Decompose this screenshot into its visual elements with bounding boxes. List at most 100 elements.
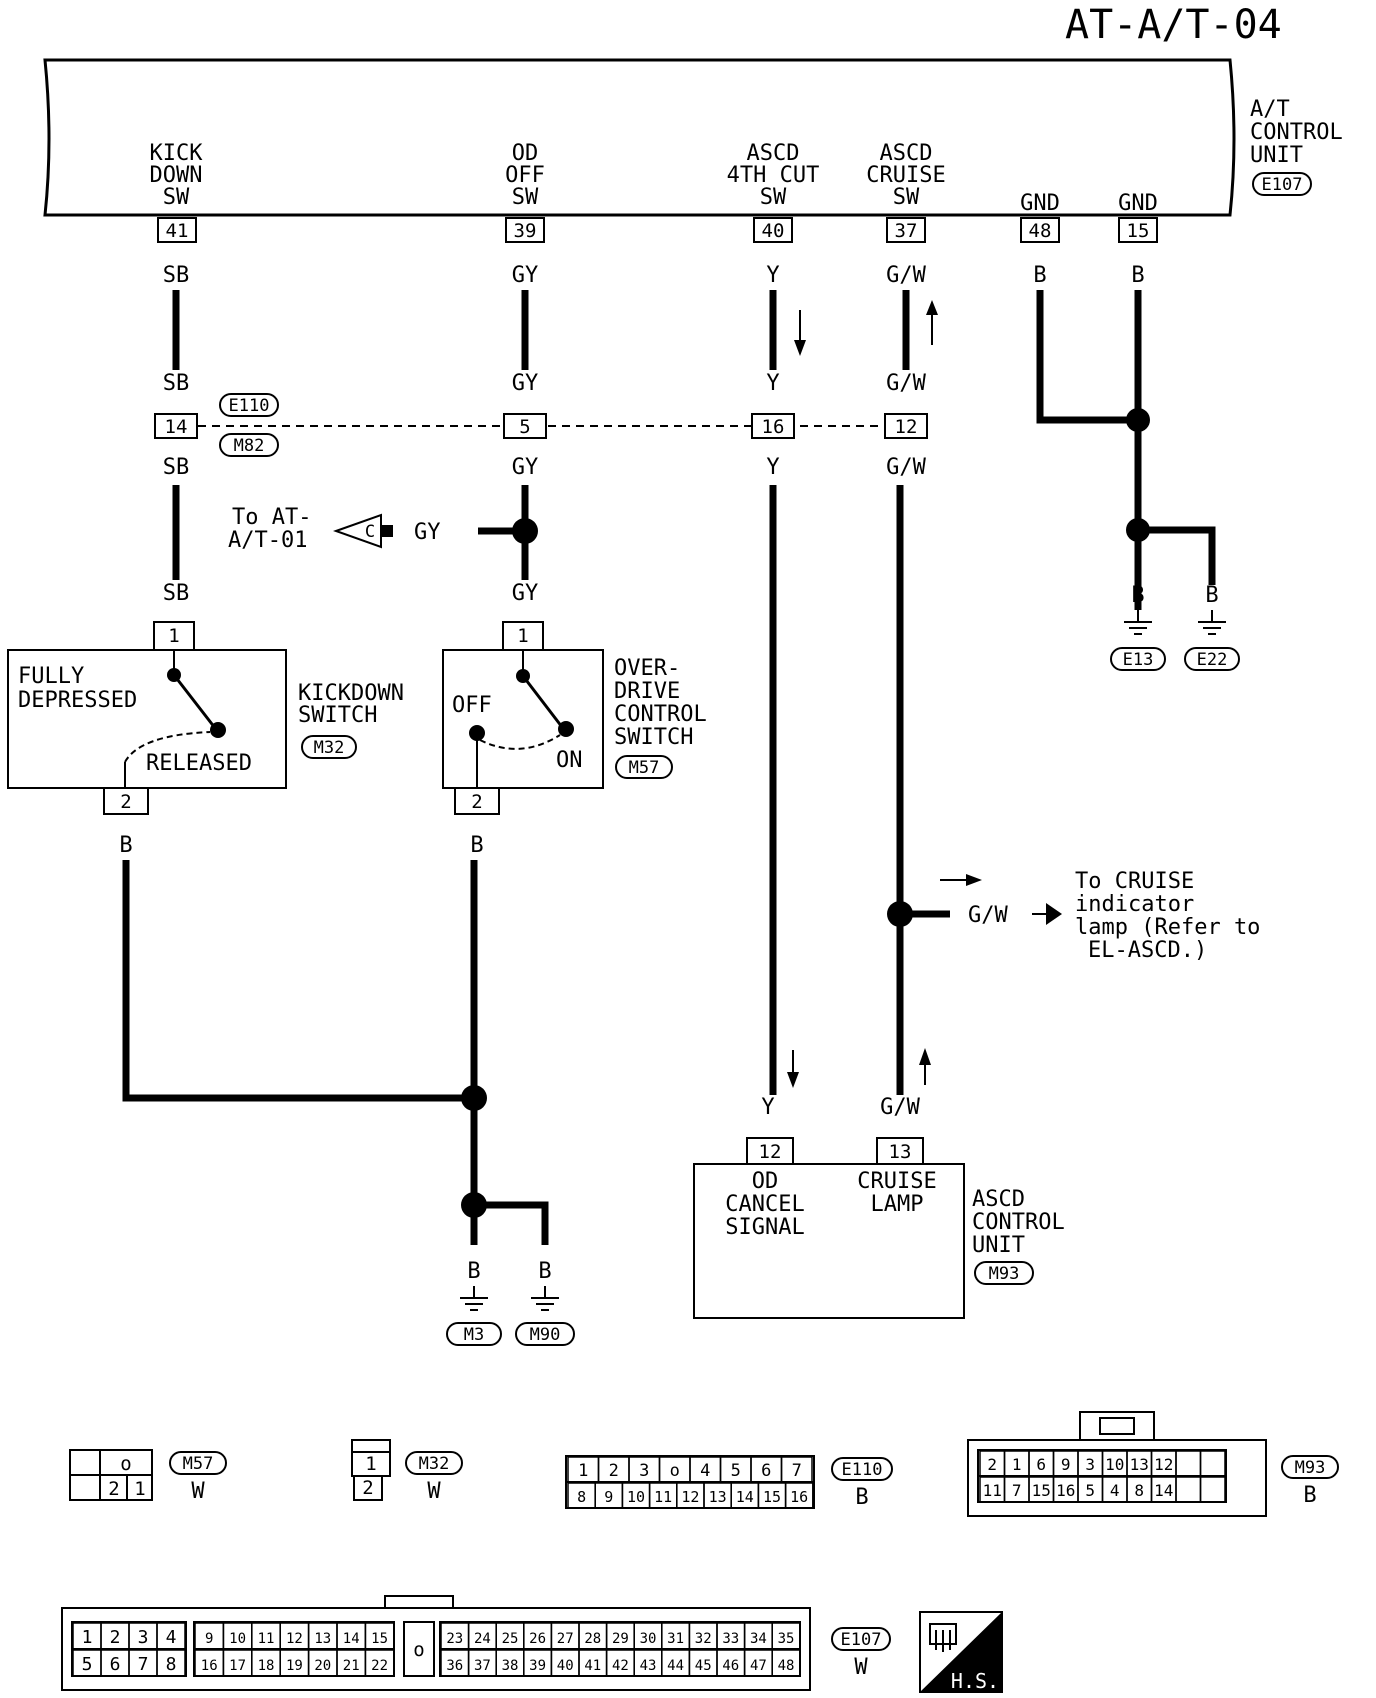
tcm-body — [43, 58, 1236, 217]
ref-at01-line-2: A/T-01 — [228, 528, 307, 553]
e110-bottom-cell: 8 — [577, 1488, 586, 1506]
m32-cell-1: 1 — [365, 1453, 376, 1475]
m93-top-cell: 13 — [1130, 1455, 1149, 1474]
wire-y-2: Y — [766, 371, 779, 396]
pin-41: 41 — [166, 220, 189, 242]
e107-tr-cell: 27 — [557, 1631, 574, 1647]
e107-bm-cell: 21 — [343, 1658, 360, 1674]
m32-cell-2: 2 — [362, 1477, 373, 1499]
e107-color: W — [854, 1655, 868, 1680]
pin-box-15 — [1118, 217, 1158, 243]
wire-sb-2: SB — [163, 371, 190, 396]
e107-br-cell: 38 — [502, 1658, 519, 1674]
m93-bottom-cell: 8 — [1134, 1481, 1144, 1500]
joint-pin-16: 16 — [762, 416, 785, 438]
kd-switch-body — [7, 649, 287, 789]
od-pin-box-top — [502, 621, 544, 651]
wire-gy-2: GY — [512, 371, 539, 396]
kd-wire-top: SB — [163, 581, 190, 606]
e107-tr-cell: 28 — [584, 1631, 601, 1647]
m93-id: M93 — [1295, 1458, 1326, 1478]
od-name-1: OVER- — [614, 656, 680, 681]
ascd-body — [693, 1163, 965, 1319]
ascd-pin-13: 13 — [889, 1141, 912, 1163]
tcm-connector-badge — [1252, 172, 1312, 196]
ascd-pin-box-13 — [876, 1137, 924, 1165]
wire-gw-3: G/W — [886, 455, 926, 480]
cruise-ref-wire: G/W — [968, 903, 1008, 928]
wire-gy-3: GY — [512, 455, 539, 480]
overdrive-switch: GY 1 OFF ON 2 OVER- DRIVE CONTROL SWITCH… — [442, 581, 707, 858]
ground-m3: M3 — [464, 1325, 484, 1345]
ground-e22: E22 — [1197, 650, 1228, 670]
m93-top-cell: 2 — [987, 1455, 997, 1474]
pin-39: 39 — [514, 220, 537, 242]
od-pin-top: 1 — [517, 625, 528, 647]
e107-br-cell-box — [771, 1649, 801, 1677]
e107-br-cell: 46 — [722, 1658, 739, 1674]
e110-top-cell: 1 — [578, 1461, 588, 1481]
ground-wire-e22: B — [1205, 583, 1218, 608]
e107-tm-cell: 9 — [205, 1631, 213, 1647]
joint-badge-m82 — [219, 433, 279, 457]
cruise-ref-line-3: lamp (Refer to — [1075, 915, 1260, 940]
tcm-pin-labels: KICK DOWN SW OD OFF SW ASCD 4TH CUT SW A… — [150, 141, 1158, 216]
e107-bm-cell-box — [364, 1649, 395, 1677]
e110-top-cell-box — [780, 1456, 813, 1483]
cruise-ref-line-1: To CRUISE — [1075, 869, 1194, 894]
e107-tr-cell: 35 — [778, 1631, 795, 1647]
m93-bottom-cell: 16 — [1056, 1481, 1075, 1500]
e107-tl-cell: 1 — [82, 1627, 93, 1648]
ascd-control-unit: Y G/W 12 13 OD CANCEL SIGNAL CRUISE LAMP… — [693, 1095, 1065, 1319]
e107-tr-cell: 24 — [474, 1631, 491, 1647]
e110-badge — [831, 1457, 893, 1481]
ascd-label-a-1: OD — [752, 1169, 779, 1194]
hs-label: H.S. — [951, 1669, 999, 1693]
e110-bottom-cell: 9 — [604, 1488, 613, 1506]
kd-label-3: SW — [163, 185, 190, 210]
e107-tr-cell: 25 — [502, 1631, 519, 1647]
e107-br-cell: 40 — [557, 1658, 574, 1674]
kd-label-2: DOWN — [150, 163, 203, 188]
m57-cell-t2: o — [120, 1453, 131, 1475]
gnd-label-1: GND — [1020, 191, 1060, 216]
connector-face-icon — [929, 1623, 957, 1652]
m93-color: B — [1303, 1483, 1316, 1508]
e107-br-cell: 43 — [640, 1658, 657, 1674]
od-wire-bottom: B — [470, 833, 483, 858]
wires-upper — [172, 290, 1216, 610]
kd-wire-bottom: B — [119, 833, 132, 858]
joint-pin-box-5 — [503, 413, 547, 439]
e107-bm-cell: 18 — [258, 1658, 275, 1674]
tcm-name-1: A/T — [1250, 97, 1290, 122]
tcm-connector-label: E107 — [1262, 175, 1303, 195]
e107-br-cell: 41 — [584, 1658, 601, 1674]
ascd-connector-badge — [974, 1261, 1034, 1285]
engine-grounds: B B E13 E22 — [1110, 583, 1240, 671]
e107-br-cell: 47 — [750, 1658, 767, 1674]
ref-at01-wire: GY — [414, 520, 441, 545]
m32-badge — [405, 1451, 463, 1475]
ascd-connector: M93 — [989, 1264, 1020, 1284]
m93-top-cell: 3 — [1085, 1455, 1095, 1474]
e110-top-cell: 7 — [792, 1461, 802, 1481]
pin-box-39 — [505, 217, 545, 243]
e107-bm-cell: 22 — [371, 1658, 388, 1674]
pin-15: 15 — [1127, 220, 1150, 242]
kd-name-1: KICKDOWN — [298, 681, 404, 706]
pin-48: 48 — [1029, 220, 1052, 242]
ground-badge-m90 — [515, 1322, 575, 1346]
e110-bottom-cell: 14 — [736, 1488, 754, 1506]
e107-bm-cell: 20 — [314, 1658, 331, 1674]
joint-connector-e110: E110 — [229, 396, 270, 416]
od-label-1: OD — [512, 141, 539, 166]
wire-gy-1: GY — [512, 263, 539, 288]
pin-box-40 — [753, 217, 793, 243]
ground-e13: E13 — [1123, 650, 1154, 670]
e107-tl-cell: 4 — [166, 1627, 177, 1648]
e107-tr-cell: 30 — [640, 1631, 657, 1647]
m93-bottom-cell: 7 — [1012, 1481, 1022, 1500]
pin-box-41 — [157, 217, 197, 243]
